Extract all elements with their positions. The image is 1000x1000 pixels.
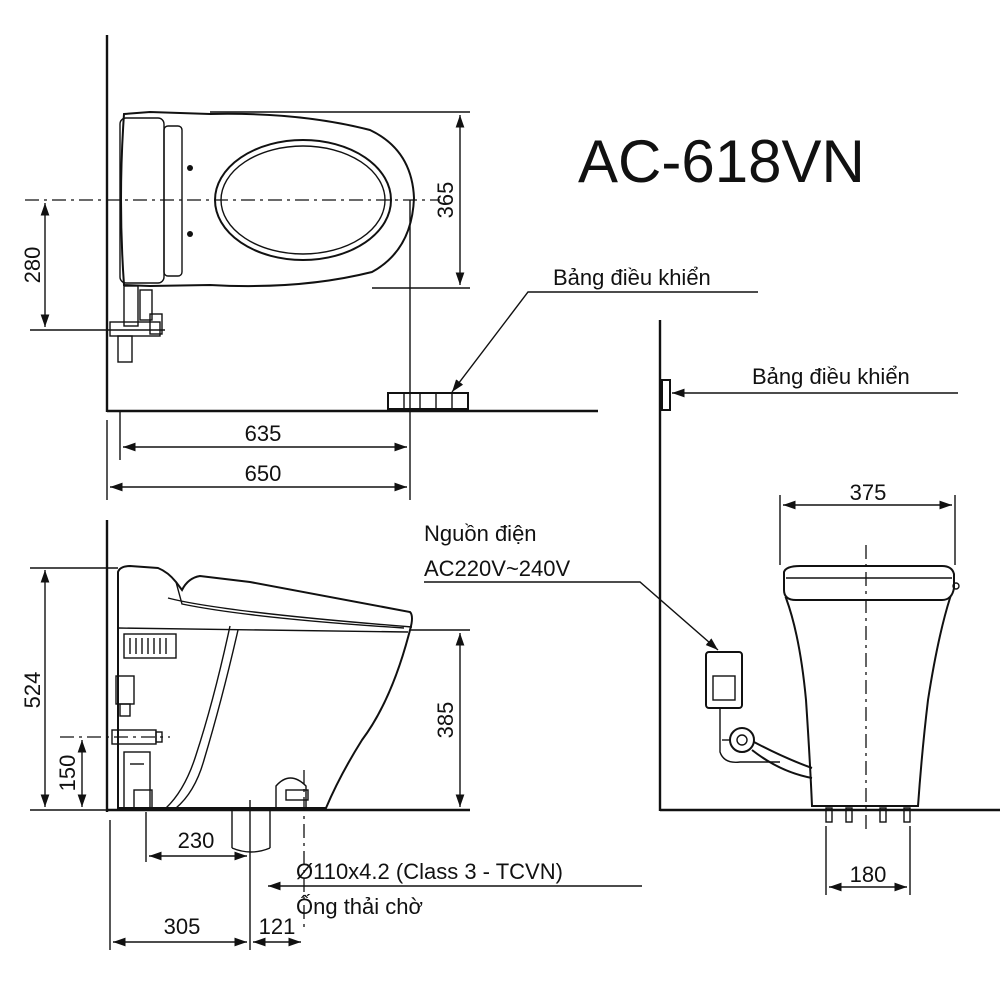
leader-power <box>424 581 719 651</box>
top-view-hinge-dot <box>187 165 193 171</box>
dim-524: 524 <box>20 672 45 709</box>
side-view-valve <box>111 675 163 809</box>
label-power-1: Nguồn điện <box>424 521 537 546</box>
dim-230: 230 <box>178 828 215 853</box>
front-view: Bảng điều khiển <box>424 320 1000 895</box>
top-view-tank-inner <box>163 125 183 277</box>
top-view-valve <box>109 285 165 363</box>
label-pipe-name: Ống thải chờ <box>296 893 423 919</box>
label-power-2: AC220V~240V <box>424 556 570 581</box>
dim-650: 650 <box>245 461 282 486</box>
top-view-hinge-dot <box>187 231 193 237</box>
leader-control-panel-top <box>451 291 758 393</box>
top-view-control-panel <box>387 392 469 410</box>
label-control-panel-top: Bảng điều khiển <box>553 265 711 290</box>
front-view-seat <box>783 565 955 601</box>
dim-385: 385 <box>433 702 458 739</box>
front-view-bowl <box>784 597 952 807</box>
side-view-bowl <box>117 564 413 809</box>
side-view: 524 150 385 230 305 121 Ø110x4.2 (Class … <box>20 520 642 950</box>
label-pipe-spec: Ø110x4.2 (Class 3 - TCVN) <box>296 859 563 884</box>
dim-150: 150 <box>55 755 80 792</box>
front-view-power-outlet <box>705 651 780 763</box>
top-view-tank <box>120 110 416 288</box>
dim-280: 280 <box>20 247 45 284</box>
side-view-drain <box>231 777 309 853</box>
dim-375: 375 <box>850 480 887 505</box>
dim-305: 305 <box>164 914 201 939</box>
dim-365: 365 <box>433 182 458 219</box>
front-view-control-panel <box>661 379 671 411</box>
model-title: AC-618VN <box>578 128 865 195</box>
top-view: 365 280 635 650 Bảng điều khiển <box>20 35 758 500</box>
label-control-panel-front: Bảng điều khiển <box>752 364 910 389</box>
side-view-vent <box>123 633 177 659</box>
front-view-valve <box>722 727 813 779</box>
front-view-feet <box>825 807 911 823</box>
dim-180: 180 <box>850 862 887 887</box>
dim-635: 635 <box>245 421 282 446</box>
dim-121: 121 <box>259 914 296 939</box>
